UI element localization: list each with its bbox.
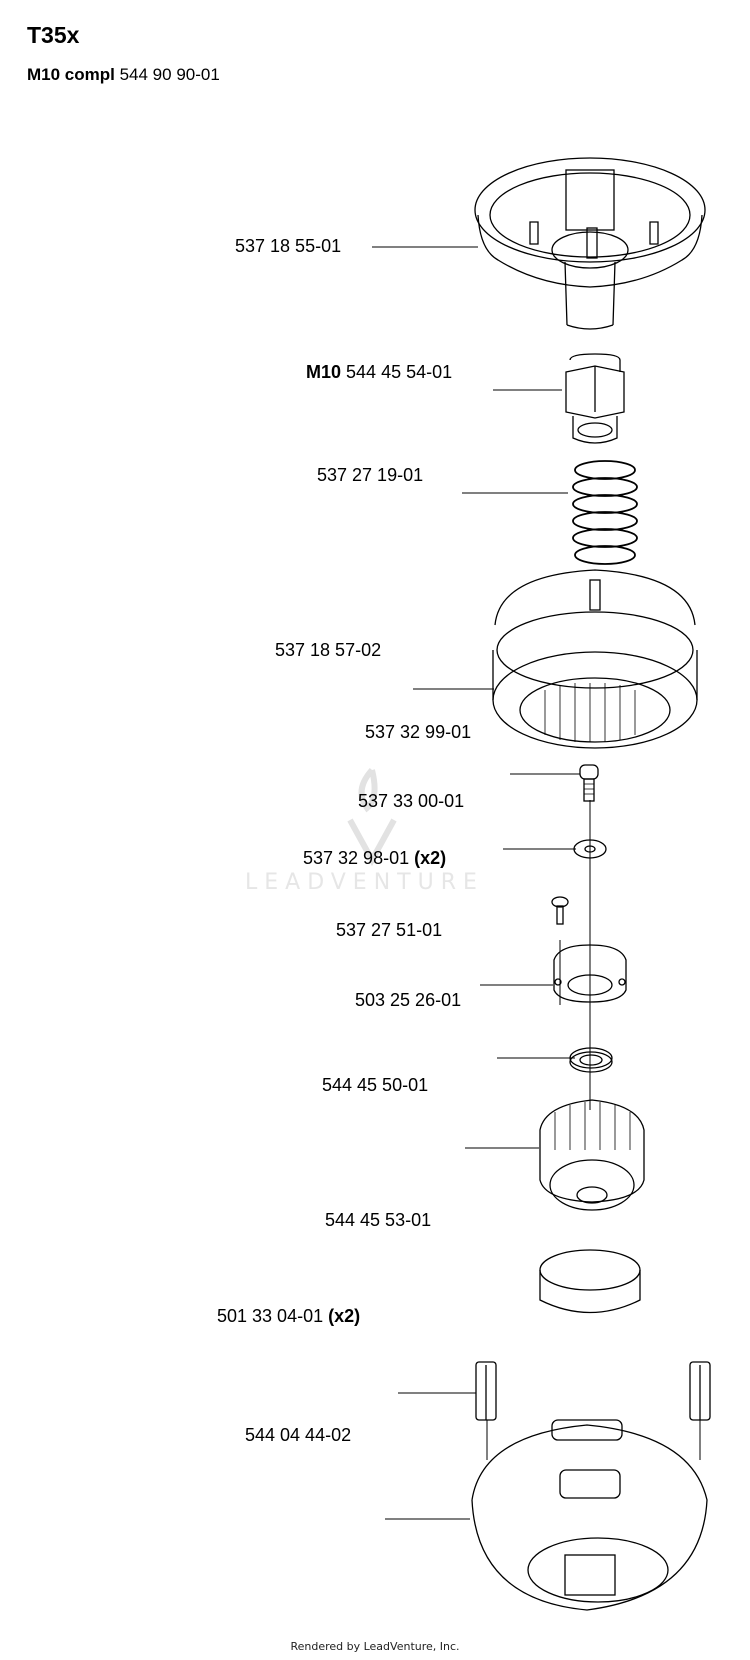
part-501-33-04-01-drawing <box>475 1361 711 1421</box>
part-537-27-19-01-drawing <box>572 460 638 565</box>
part-label-537-32-98-01[interactable]: 537 32 98-01 (x2) <box>303 848 447 868</box>
render-credit: Rendered by LeadVenture, Inc. <box>290 1640 460 1653</box>
part-label-544-45-50-01[interactable]: 544 45 50-01 <box>322 1075 429 1095</box>
part-label-537-18-55-01[interactable]: 537 18 55-01 <box>235 236 342 256</box>
part-label-544-04-44-02[interactable]: 544 04 44-02 <box>245 1425 352 1445</box>
assembly-name: M10 compl <box>27 65 115 84</box>
part-label-544-45-54-01[interactable]: M10 544 45 54-01 <box>306 362 453 382</box>
part-544-45-53-01-drawing <box>539 1249 641 1314</box>
leader-lines <box>372 246 701 1520</box>
part-label-537-32-99-01[interactable]: 537 32 99-01 <box>365 722 472 742</box>
part-label-503-25-26-01[interactable]: 503 25 26-01 <box>355 990 462 1010</box>
part-label-537-27-19-01[interactable]: 537 27 19-01 <box>317 465 424 485</box>
part-544-04-44-02-drawing <box>471 1419 708 1611</box>
part-label-501-33-04-01[interactable]: 501 33 04-01 (x2) <box>217 1306 361 1326</box>
part-544-45-54-01-drawing <box>565 353 625 444</box>
watermark-text: LEADVENTURE <box>245 870 484 895</box>
part-503-25-26-01-drawing <box>569 1047 613 1073</box>
part-537-18-57-02-drawing <box>492 569 698 749</box>
part-537-32-98-01-drawing <box>551 896 569 925</box>
assembly-part-number: 544 90 90-01 <box>119 65 220 84</box>
part-label-544-45-53-01[interactable]: 544 45 53-01 <box>325 1210 432 1230</box>
part-label-537-18-57-02[interactable]: 537 18 57-02 <box>275 640 382 660</box>
part-537-27-51-01-drawing <box>553 944 627 1003</box>
part-537-33-00-01-drawing <box>573 839 607 859</box>
part-537-32-99-01-drawing <box>579 764 599 802</box>
part-537-18-55-01-drawing <box>474 157 706 330</box>
leadventure-logo-icon <box>347 767 397 867</box>
part-label-537-33-00-01[interactable]: 537 33 00-01 <box>358 791 465 811</box>
part-label-537-27-51-01[interactable]: 537 27 51-01 <box>336 920 443 940</box>
part-544-45-50-01-drawing <box>539 1099 645 1211</box>
diagram-title: T35x <box>27 22 80 48</box>
assembly-subtitle: M10 compl 544 90 90-01 <box>27 65 220 85</box>
